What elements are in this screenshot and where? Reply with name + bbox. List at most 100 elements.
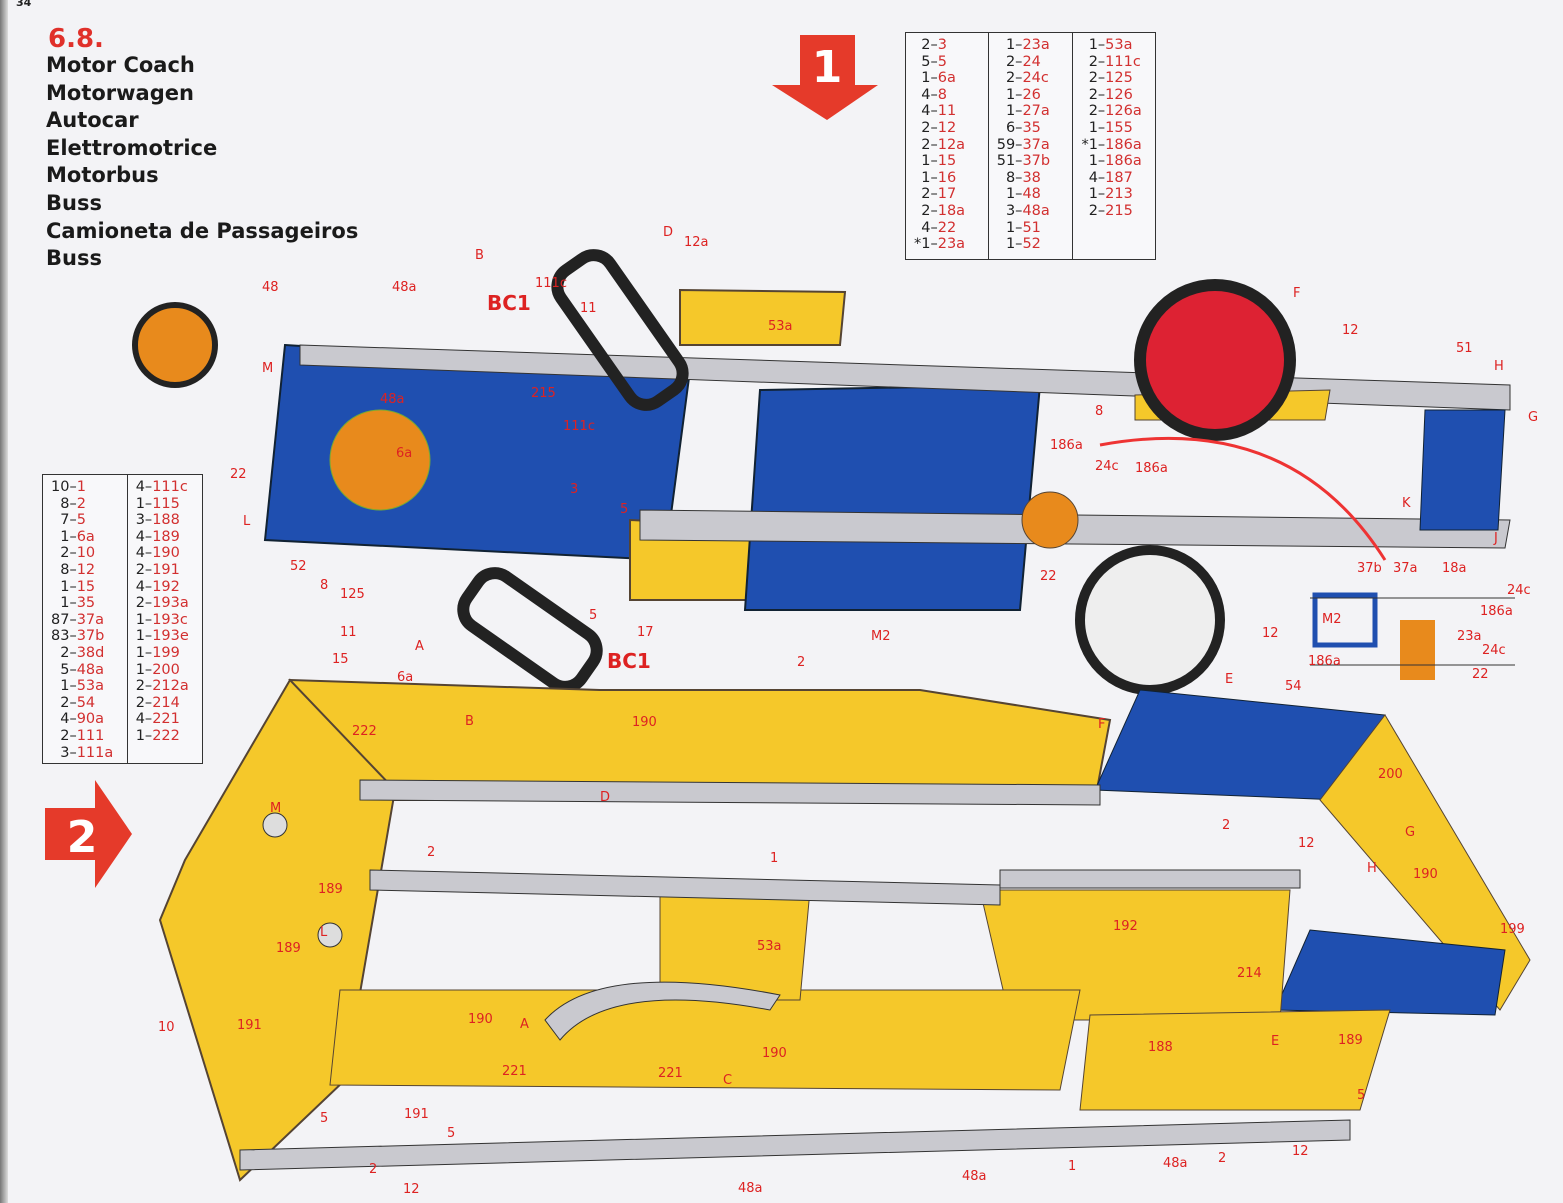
part-label: 2 — [427, 845, 435, 860]
part-label: BC1 — [487, 291, 531, 315]
part-label: 214 — [1237, 966, 1262, 981]
part-quantity: 1– — [1005, 236, 1023, 253]
part-number: 10 — [76, 545, 96, 562]
part-number: 24 — [1022, 53, 1041, 70]
part-label: B — [465, 714, 474, 729]
parts-row: 3–48a — [997, 203, 1065, 220]
part-label: 186a — [1480, 604, 1513, 619]
part-label: 53a — [768, 319, 793, 334]
part-number: 155 — [1105, 119, 1133, 136]
parts-row: 1–15 — [914, 153, 980, 170]
part-label: 1 — [770, 851, 778, 866]
part-label: 12 — [1262, 626, 1279, 641]
part-label: 22 — [1040, 569, 1057, 584]
part-number: 222 — [152, 727, 180, 744]
part-label: J — [1493, 531, 1498, 546]
part-quantity: 1– — [60, 595, 77, 612]
part-label: 22 — [230, 467, 247, 482]
page-binding-edge — [0, 0, 8, 1203]
part-number: 6a — [937, 70, 956, 87]
part-label: 24c — [1507, 583, 1531, 598]
parts-row: 2–18a — [914, 203, 980, 220]
part-quantity: 4– — [921, 86, 938, 103]
part-number: 2 — [76, 495, 86, 512]
parts-row: 2–12 — [914, 120, 980, 137]
parts-row: 2–191 — [136, 562, 194, 579]
part-label: 11 — [580, 301, 597, 316]
part-quantity: 2– — [921, 37, 938, 53]
part-quantity: 2– — [60, 644, 77, 661]
part-number: 52 — [1022, 236, 1041, 253]
part-label: 11 — [340, 625, 357, 640]
part-number: 48a — [1022, 202, 1050, 219]
part-quantity: 8– — [60, 561, 77, 578]
part-label: M2 — [871, 629, 891, 644]
part-number: 111c — [1105, 53, 1141, 70]
part-quantity: 2– — [135, 561, 153, 578]
part-quantity: 2– — [1005, 53, 1023, 70]
parts-row: 1–53a — [1081, 37, 1147, 54]
part-label: 190 — [632, 715, 657, 730]
part-quantity: 1– — [135, 628, 153, 645]
part-number: 212a — [152, 678, 189, 695]
part-label: 199 — [1500, 922, 1525, 937]
part-quantity: 4– — [921, 103, 938, 120]
part-number: 125 — [1105, 70, 1133, 87]
part-label: 192 — [1113, 919, 1138, 934]
part-number: 215 — [1105, 202, 1133, 219]
parts-row: 2–193a — [136, 595, 194, 612]
part-quantity: 5– — [60, 661, 77, 678]
part-quantity: 7– — [60, 512, 77, 529]
part-number: 11 — [937, 103, 957, 120]
part-label: G — [1528, 410, 1538, 425]
part-label: 37b — [1357, 561, 1382, 576]
part-quantity: 4– — [60, 711, 77, 728]
part-number: 12 — [76, 561, 96, 578]
parts-row: 1–16 — [914, 170, 980, 187]
part-quantity: 1– — [921, 70, 938, 87]
part-label: 48a — [380, 392, 405, 407]
part-quantity: 4– — [135, 545, 153, 562]
parts-row: 2–126 — [1081, 87, 1147, 104]
part-number: 192 — [152, 578, 180, 595]
part-label: 5 — [1357, 1088, 1365, 1103]
part-quantity: 2– — [921, 119, 938, 136]
parts-row: 83–37b — [51, 628, 119, 645]
part-label: 6a — [396, 446, 412, 461]
part-number: 15 — [937, 153, 957, 170]
part-label: 188 — [1148, 1040, 1173, 1055]
parts-row: 1–213 — [1081, 186, 1147, 203]
part-label: 125 — [340, 587, 365, 602]
part-number: 35 — [76, 595, 96, 612]
part-label: 48a — [392, 280, 417, 295]
gear-inset-detail — [1310, 592, 1515, 680]
parts-row: 2–111 — [51, 728, 119, 745]
part-label: 12a — [684, 235, 709, 250]
part-number: 190 — [152, 545, 180, 562]
part-number: 186a — [1105, 153, 1142, 170]
part-number: 48a — [76, 661, 105, 678]
parts-row: 1–52 — [997, 236, 1065, 253]
part-label: 24c — [1482, 643, 1506, 658]
part-label: 52 — [290, 559, 307, 574]
title-7: Buss — [46, 246, 102, 271]
title-2: Autocar — [46, 108, 139, 133]
part-label: 17 — [637, 625, 654, 640]
parts-row: 2–54 — [51, 695, 119, 712]
part-label: 5 — [589, 608, 597, 623]
part-number: 126a — [1105, 103, 1142, 120]
part-number: 1 — [76, 479, 86, 495]
part-quantity: 1– — [1005, 37, 1023, 53]
part-number: 37a — [76, 611, 105, 628]
part-number: 12a — [937, 136, 966, 153]
part-label: K — [1402, 496, 1411, 511]
part-label: 53a — [757, 939, 782, 954]
part-quantity: 1– — [135, 727, 153, 744]
part-label: 2 — [797, 655, 805, 670]
